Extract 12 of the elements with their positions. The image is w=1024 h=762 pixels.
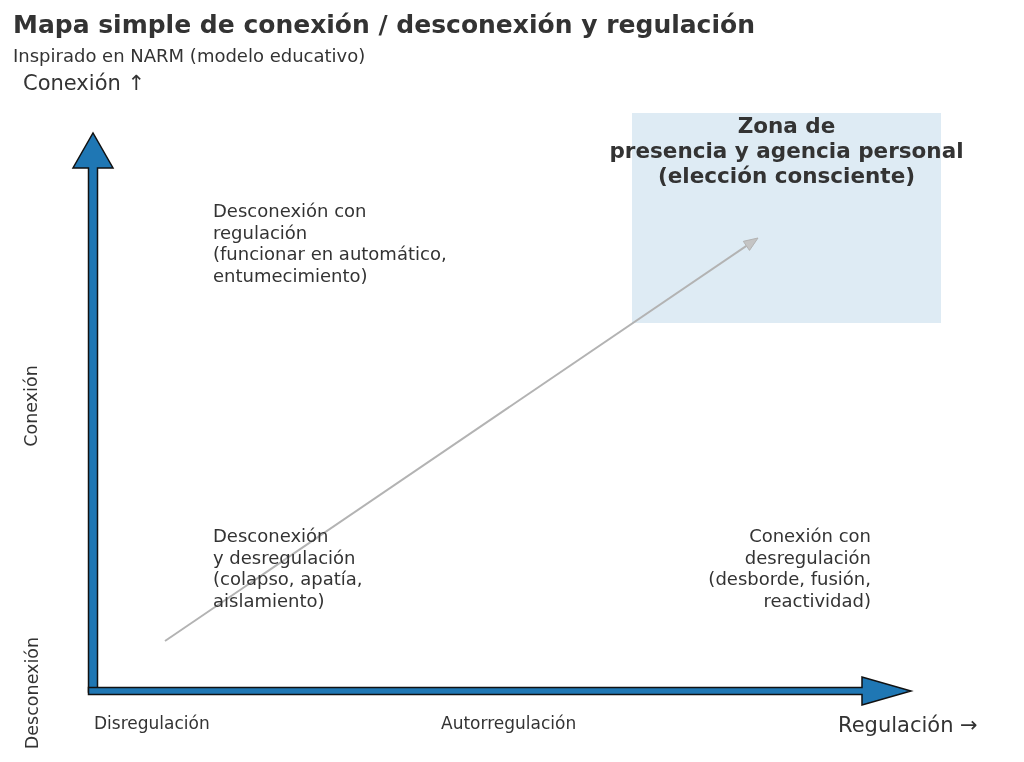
axis-title: Regulación →	[838, 713, 978, 737]
quadrant-label: Desconexión con regulación (funcionar en automático, entumecimiento)	[213, 200, 447, 287]
axis-title: Conexión ↑	[23, 71, 146, 95]
quadrant-label: Desconexión y desregulación (colapso, apatía, aislamiento)	[213, 525, 363, 612]
axis-label: Conexión	[21, 365, 41, 447]
axis-label: Disregulación	[94, 713, 210, 733]
zone-label: Zona de presencia y agencia personal (elección consciente)	[609, 113, 964, 188]
axis-label: Autorregulación	[441, 713, 577, 733]
axis-label: Desconexión	[22, 636, 42, 750]
diagram-title: Mapa simple de conexión / desconexión y regulación	[13, 10, 755, 40]
quadrant-label: Conexión con desregulación (desborde, fusión, reactividad)	[708, 525, 871, 612]
subtitle: Inspirado en NARM (modelo educativo)	[13, 45, 366, 66]
